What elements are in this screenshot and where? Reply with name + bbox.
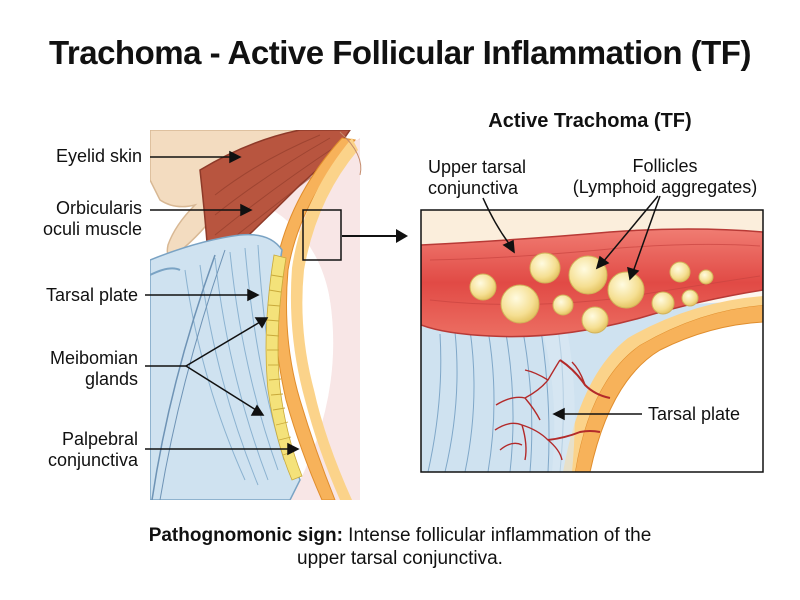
label-follicles-line1: Follicles xyxy=(632,156,698,176)
page-title: Trachoma - Active Follicular Inflammatio… xyxy=(49,34,751,71)
caption: Pathognomonic sign: Intense follicular i… xyxy=(0,524,800,570)
label-eyelid-skin: Eyelid skin xyxy=(55,146,142,166)
label-follicles-line2: (Lymphoid aggregates) xyxy=(572,177,758,197)
caption-text-line1: Intense follicular inflammation of the xyxy=(342,525,652,546)
label-tarsal-plate-zoom: Tarsal plate xyxy=(648,404,741,424)
left-leader-lines xyxy=(145,150,300,456)
blood-vessels xyxy=(494,359,611,461)
label-meibomian-line2: glands xyxy=(84,369,138,389)
meibomian-glands-left xyxy=(265,254,303,481)
label-palpebral-line2: conjunctiva xyxy=(47,450,138,470)
caption-bold: Pathognomonic sign: xyxy=(148,525,343,546)
caption-text-line2: upper tarsal conjunctiva. xyxy=(297,548,503,569)
label-orbicularis-line1: Orbicularis xyxy=(55,198,142,218)
label-palpebral-line1: Palpebral xyxy=(61,429,138,449)
eyelid-cross-section xyxy=(150,130,360,500)
eyeball-edge xyxy=(339,131,362,176)
zoom-source-box xyxy=(302,209,342,261)
label-meibomian-line1: Meibomian xyxy=(49,348,138,368)
label-upper-tarsal-line1: Upper tarsal xyxy=(428,157,527,177)
follicles xyxy=(469,252,714,334)
zoom-panel-frame xyxy=(420,209,764,473)
right-leader-lines xyxy=(482,195,661,421)
zoom-panel xyxy=(421,210,763,472)
label-upper-tarsal-line2: conjunctiva xyxy=(428,178,519,198)
label-orbicularis-line2: oculi muscle xyxy=(42,219,142,239)
panel-title: Active Trachoma (TF) xyxy=(488,110,692,132)
label-tarsal-plate: Tarsal plate xyxy=(45,285,138,305)
